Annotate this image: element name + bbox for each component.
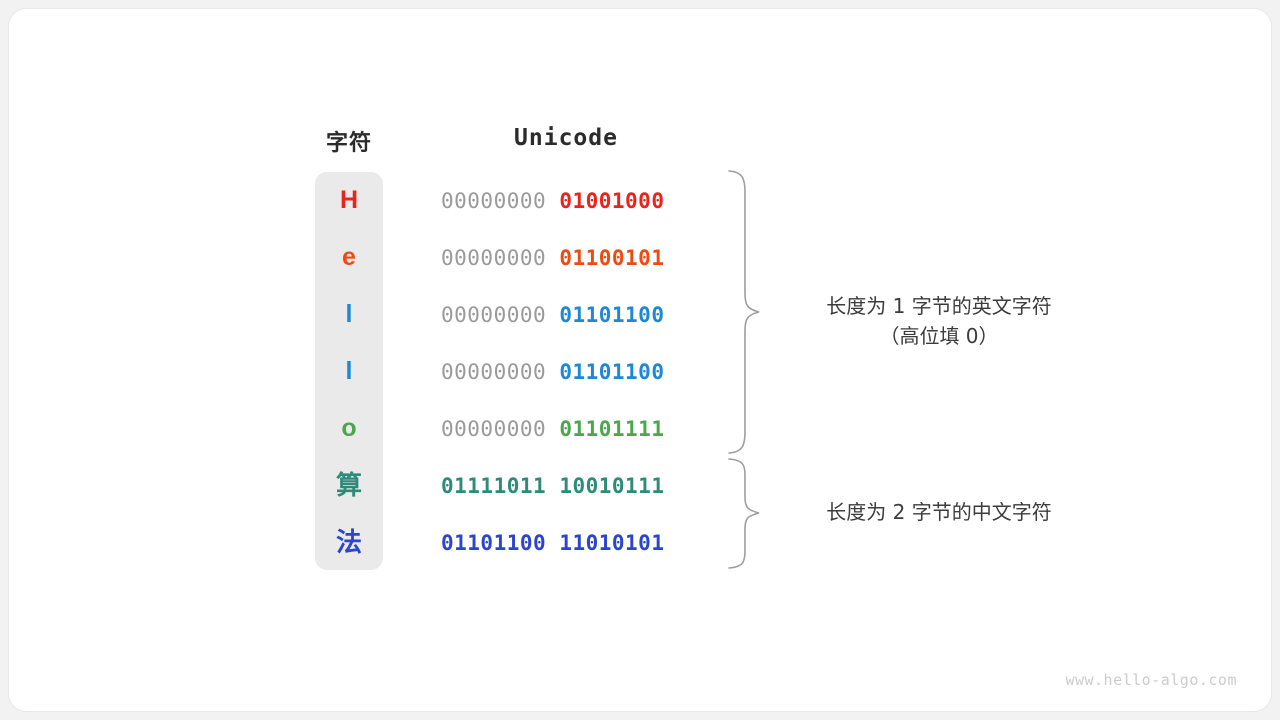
character-cell: l — [345, 357, 353, 385]
low-byte: 01001000 — [559, 188, 665, 213]
low-byte: 01100101 — [559, 245, 665, 270]
high-byte: 00000000 — [441, 416, 547, 441]
high-byte: 01101100 — [441, 530, 547, 555]
table-row: H 00000000 01001000 — [315, 172, 735, 229]
unicode-bits-cell: 00000000 01101100 — [383, 303, 735, 327]
high-byte: 01111011 — [441, 473, 547, 498]
character-cell: l — [345, 300, 353, 328]
high-byte: 00000000 — [441, 359, 547, 384]
watermark-url: www.hello-algo.com — [1065, 671, 1237, 689]
character-column-panel — [315, 172, 383, 570]
table-row: 法 01101100 11010101 — [315, 514, 735, 571]
high-byte: 00000000 — [441, 302, 547, 327]
low-byte: 10010111 — [559, 473, 665, 498]
table-row: e 00000000 01100101 — [315, 229, 735, 286]
character-cell: e — [342, 243, 356, 271]
character-cell: 法 — [335, 527, 362, 558]
unicode-bits-cell: 00000000 01001000 — [383, 189, 735, 213]
annotation-two-byte-chinese: 长度为 2 字节的中文字符 — [826, 500, 1052, 524]
unicode-bits-cell: 00000000 01100101 — [383, 246, 735, 270]
table-row: l 00000000 01101100 — [315, 343, 735, 400]
brace-one-byte-group — [728, 170, 760, 454]
annotation-one-byte-english: 长度为 1 字节的英文字符 （高位填 0） — [826, 294, 1052, 348]
character-cell: H — [339, 186, 359, 214]
table-row: o 00000000 01101111 — [315, 400, 735, 457]
column-header-character: 字符 — [325, 130, 372, 155]
low-byte: 01101111 — [559, 416, 665, 441]
high-byte: 00000000 — [441, 188, 547, 213]
low-byte: 01101100 — [559, 302, 665, 327]
brace-two-byte-group — [728, 458, 760, 569]
unicode-bits-cell: 00000000 01101111 — [383, 417, 735, 441]
unicode-bits-cell: 01111011 10010111 — [383, 474, 735, 498]
character-cell: 算 — [335, 470, 362, 501]
unicode-bits-cell: 01101100 11010101 — [383, 531, 735, 555]
character-cell: o — [341, 414, 357, 442]
low-byte: 01101100 — [559, 359, 665, 384]
table-row: 算 01111011 10010111 — [315, 457, 735, 514]
unicode-bits-cell: 00000000 01101100 — [383, 360, 735, 384]
table-row: l 00000000 01101100 — [315, 286, 735, 343]
column-header-unicode: Unicode — [514, 125, 618, 151]
diagram-card: 字符 Unicode H 00000000 01001000 e 00000000 0… — [8, 8, 1272, 712]
high-byte: 00000000 — [441, 245, 547, 270]
low-byte: 11010101 — [559, 530, 665, 555]
